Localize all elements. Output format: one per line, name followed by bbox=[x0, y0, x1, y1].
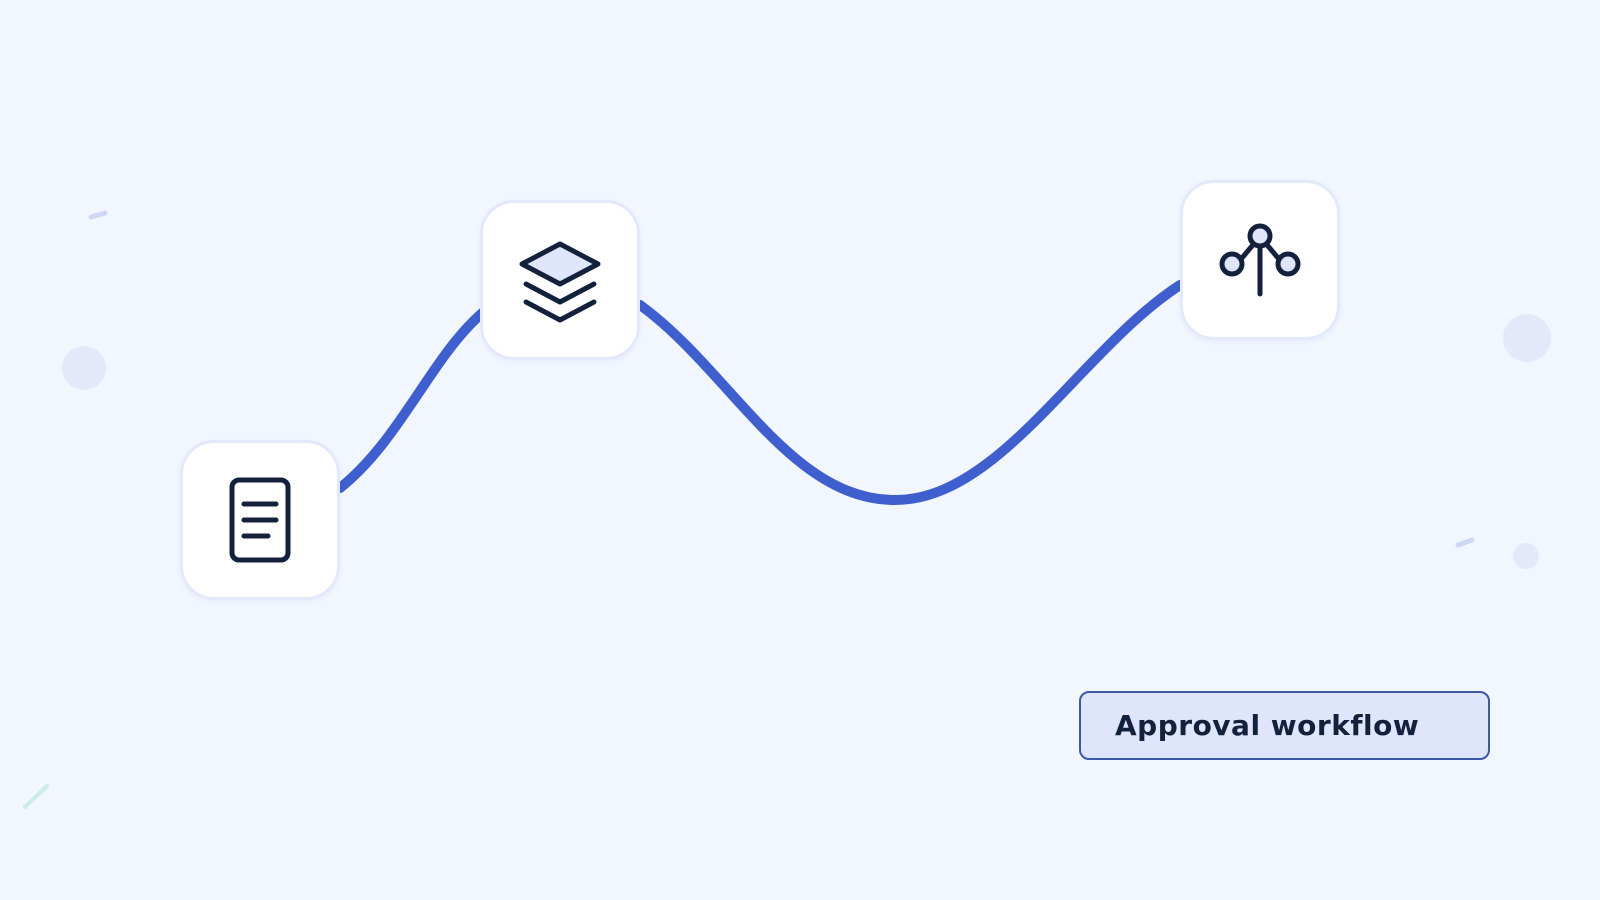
node-layers[interactable] bbox=[480, 200, 640, 360]
branch-network-icon bbox=[1219, 223, 1301, 297]
decor-dot bbox=[1513, 543, 1539, 569]
decor-dot bbox=[1503, 314, 1551, 362]
node-document[interactable] bbox=[180, 440, 340, 600]
connector-line bbox=[335, 278, 1185, 506]
workflow-label-text: Approval workflow bbox=[1115, 709, 1420, 742]
decor-dash bbox=[1455, 537, 1475, 548]
layers-icon bbox=[519, 241, 601, 323]
document-icon bbox=[229, 477, 291, 563]
node-branch[interactable] bbox=[1180, 180, 1340, 340]
decor-dash bbox=[23, 784, 49, 809]
workflow-label: Approval workflow bbox=[1079, 691, 1490, 760]
decor-dot bbox=[62, 346, 106, 390]
decor-dash bbox=[88, 210, 108, 220]
